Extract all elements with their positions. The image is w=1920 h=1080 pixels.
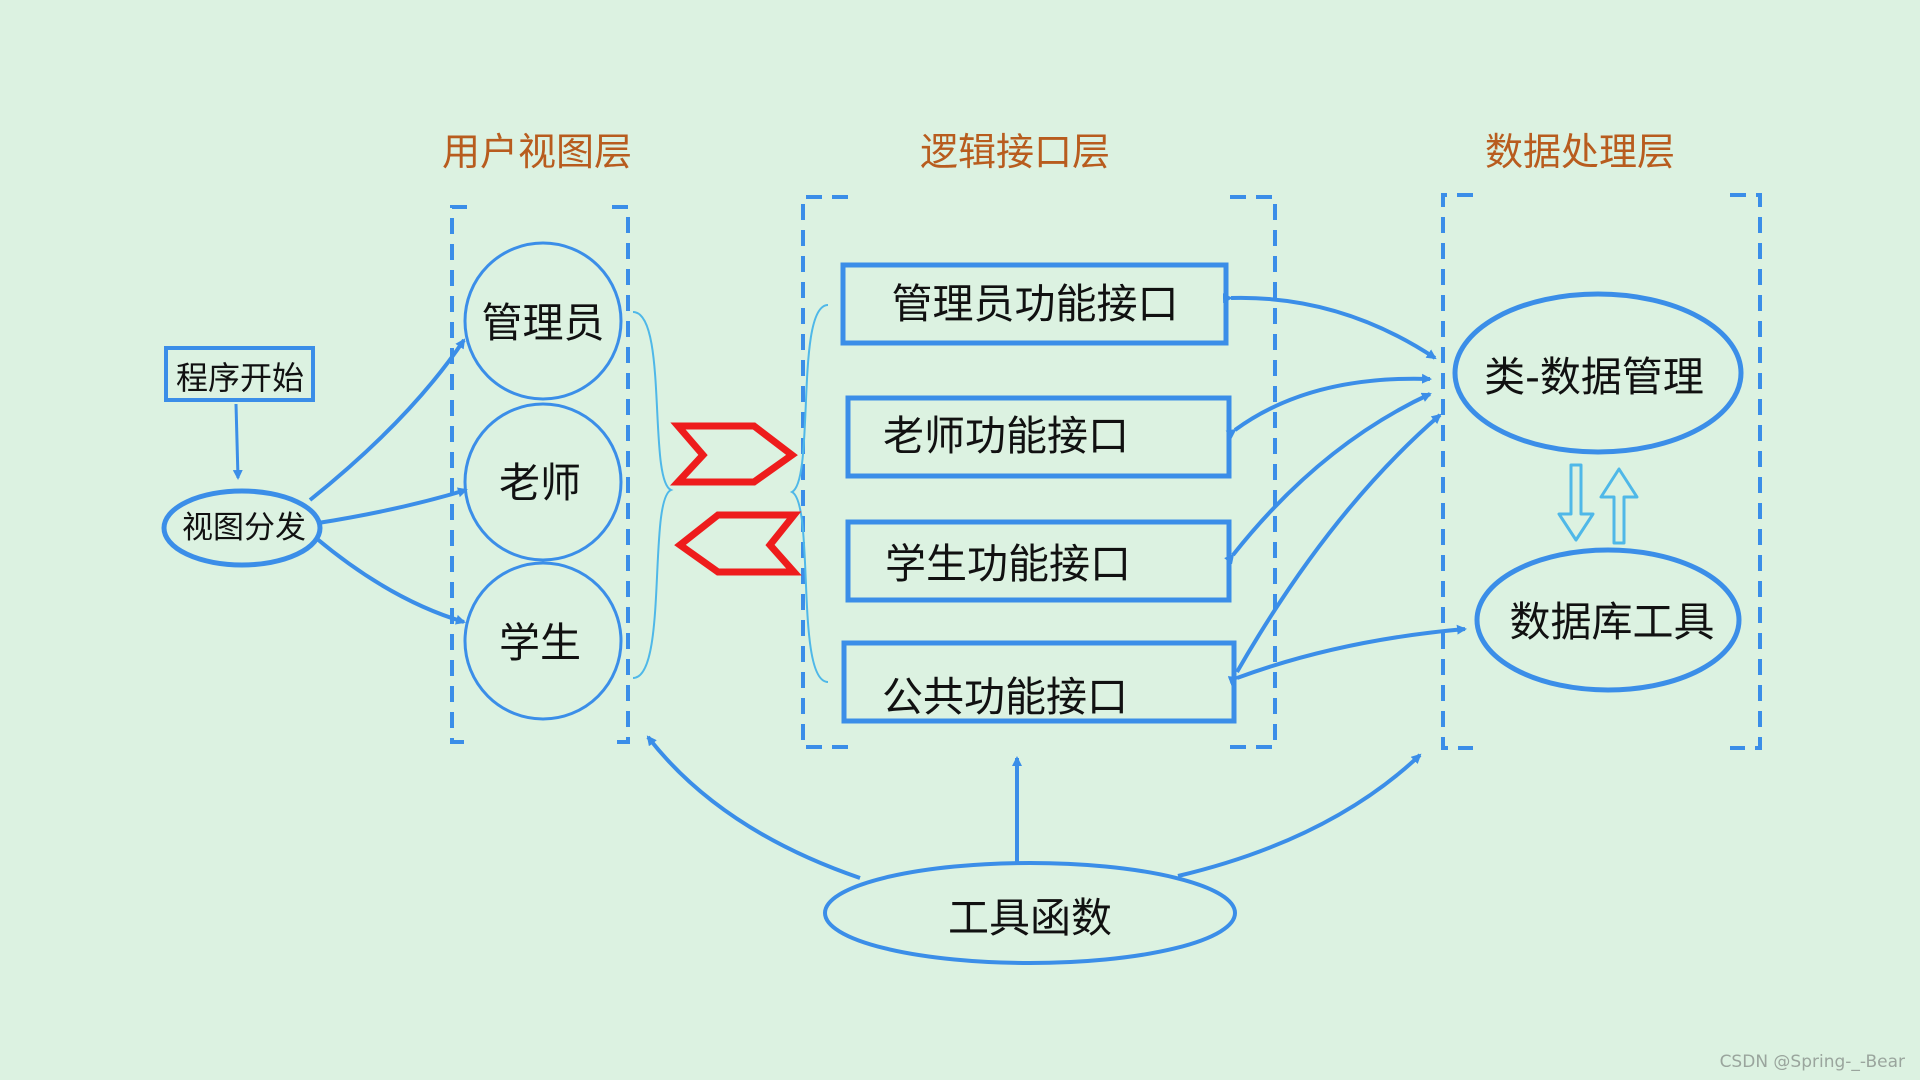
dispatch-node	[161, 488, 323, 568]
data-layer-bracket	[1441, 193, 1762, 750]
class-data-node	[1452, 291, 1744, 455]
start-label: 程序开始	[176, 359, 304, 397]
class-data-label: 类-数据管理	[1484, 353, 1704, 401]
dispatch-to-teacher-arrow	[317, 487, 468, 525]
layer-title-data: 数据处理层	[1485, 130, 1675, 174]
utils-arrows	[646, 735, 1422, 880]
exchange-right-chevron-icon	[669, 422, 798, 486]
watermark: CSDN @Spring-_-Bear	[1720, 1052, 1905, 1072]
utils-label: 工具函数	[948, 894, 1112, 942]
layer-title-logic: 逻辑接口层	[920, 130, 1110, 174]
view-brace	[632, 311, 674, 679]
admin-label: 管理员	[482, 299, 605, 347]
exchange-left-chevron-icon	[674, 511, 802, 576]
up-hollow-arrow-icon	[1599, 467, 1639, 545]
logic-brace	[789, 304, 829, 683]
dispatch-to-student-arrow	[314, 536, 466, 625]
utils-node	[823, 861, 1237, 965]
db-tool-label: 数据库工具	[1510, 598, 1715, 646]
common-api-label: 公共功能接口	[882, 673, 1128, 721]
student-api-label: 学生功能接口	[885, 540, 1131, 588]
down-hollow-arrow-icon	[1557, 463, 1595, 542]
layer-title-view: 用户视图层	[442, 130, 632, 174]
dispatch-label: 视图分发	[182, 510, 306, 546]
teacher-node	[463, 402, 623, 562]
student-node	[463, 561, 623, 721]
teacher-api-label: 老师功能接口	[883, 412, 1129, 460]
db-tool-node	[1474, 547, 1742, 693]
start-to-dispatch-arrow	[232, 403, 243, 480]
interface-data-arrows	[1222, 293, 1467, 686]
admin-node	[463, 241, 623, 401]
view-layer-bracket	[450, 205, 630, 744]
student-label: 学生	[499, 619, 581, 667]
teacher-label: 老师	[499, 459, 581, 507]
start-box	[164, 346, 315, 402]
dispatch-to-admin-arrow	[308, 338, 466, 502]
admin-api-label: 管理员功能接口	[892, 280, 1179, 328]
